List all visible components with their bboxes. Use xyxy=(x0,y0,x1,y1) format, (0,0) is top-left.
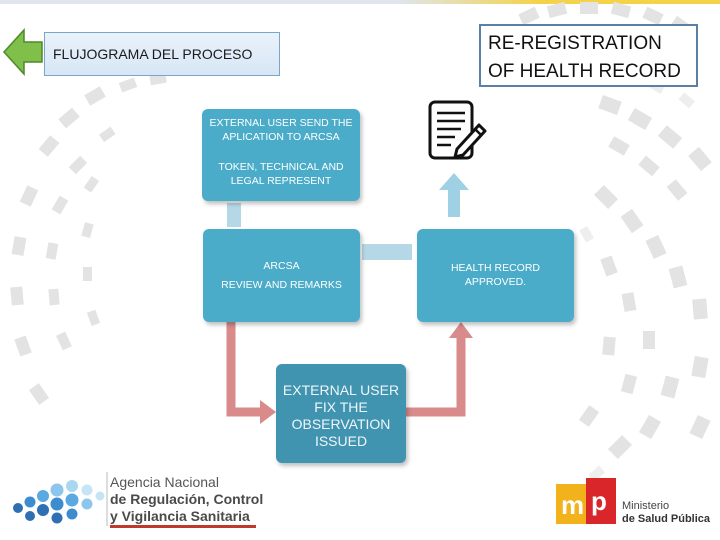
up-arrow-icon xyxy=(439,173,469,217)
node-health-record-approved: HEALTH RECORD APPROVED. xyxy=(417,229,574,322)
arcsa-logo-icon xyxy=(13,472,108,526)
top-accent-bar xyxy=(0,0,720,4)
node-arcsa-review: ARCSA REVIEW AND REMARKS xyxy=(203,229,360,322)
arrow-review-to-fix xyxy=(226,322,262,417)
page-title-line2: OF HEALTH RECORD xyxy=(488,61,681,82)
back-arrow-icon[interactable] xyxy=(2,28,44,76)
process-label-text: FLUJOGRAMA DEL PROCESO xyxy=(53,46,253,62)
svg-text:m: m xyxy=(561,490,584,520)
ministry-logo-icon: m p xyxy=(556,478,616,524)
arrow-review-to-fix-head xyxy=(260,400,276,424)
page-title-line1: RE-REGISTRATION xyxy=(488,33,662,54)
agency-name: Agencia Nacional de Regulación, Control … xyxy=(110,474,263,525)
node-approved-text-2: APPROVED. xyxy=(464,276,527,288)
ministry-name-line2: de Salud Pública xyxy=(622,513,711,525)
node-submit-text-2: TOKEN, TECHNICAL AND LEGAL REPRESENT xyxy=(218,161,344,187)
node-review-text-2: REVIEW AND REMARKS xyxy=(221,279,342,291)
node-fix-text: EXTERNAL USER FIX THE OBSERVATION ISSUED xyxy=(282,382,400,449)
node-fix-observation: EXTERNAL USER FIX THE OBSERVATION ISSUED xyxy=(276,364,406,463)
agency-name-line1: Agencia Nacional xyxy=(110,474,219,490)
ministry-name-line1: Ministerio xyxy=(622,500,670,512)
agency-name-line2: de Regulación, Control xyxy=(110,491,264,507)
node-approved-text-1: HEALTH RECORD xyxy=(450,262,541,274)
document-edit-icon xyxy=(428,100,487,160)
arrow-fix-to-approved xyxy=(406,336,466,417)
connector-review-to-approved xyxy=(362,244,412,260)
node-review-text-1: ARCSA xyxy=(263,260,300,272)
connector-submit-to-review xyxy=(227,203,241,227)
arrow-fix-to-approved-head xyxy=(449,322,473,338)
node-submit-application: EXTERNAL USER SEND THE APLICATION TO ARC… xyxy=(202,109,360,201)
page-title: RE-REGISTRATION OF HEALTH RECORD xyxy=(479,24,698,87)
ministry-name: Ministerio de Salud Pública xyxy=(622,500,710,526)
svg-text:p: p xyxy=(591,486,607,516)
node-submit-text-1: EXTERNAL USER SEND THE APLICATION TO ARC… xyxy=(209,117,353,143)
process-label: FLUJOGRAMA DEL PROCESO xyxy=(44,32,280,76)
agency-name-line3: y Vigilancia Sanitaria xyxy=(110,508,250,524)
agency-underline xyxy=(110,525,256,528)
